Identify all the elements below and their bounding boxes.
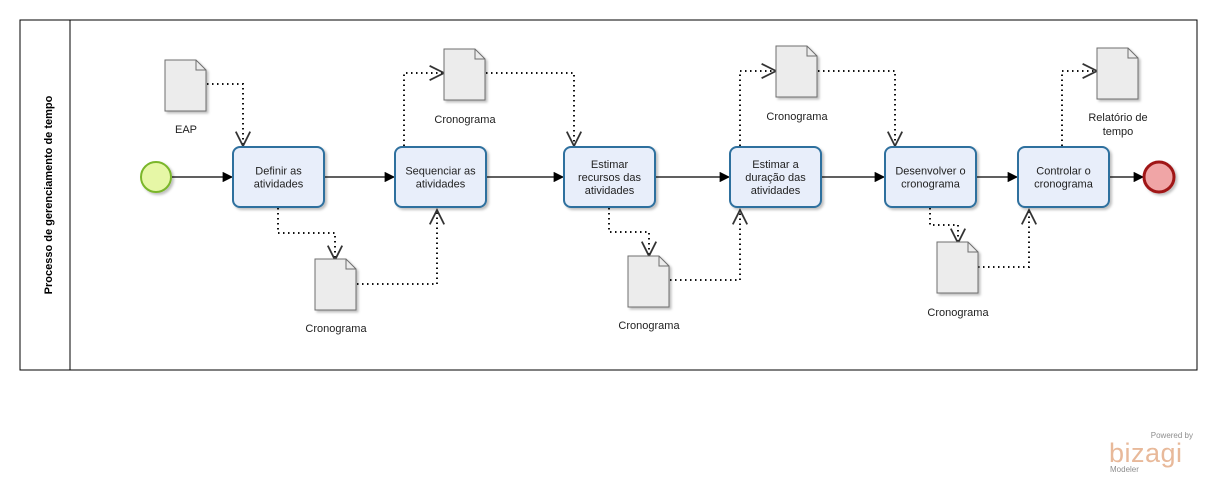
document-d6[interactable]: Cronograma	[927, 241, 989, 319]
task-label: Definir as	[255, 166, 302, 178]
document-icon[interactable]	[936, 241, 979, 294]
document-label: Cronograma	[434, 114, 496, 126]
document-label: tempo	[1103, 126, 1134, 138]
document-d3[interactable]: Cronograma	[434, 48, 496, 126]
task-box[interactable]	[729, 146, 822, 208]
document-d2[interactable]: Cronograma	[305, 258, 367, 335]
document-d4[interactable]: Cronograma	[618, 255, 680, 332]
task-box[interactable]	[563, 146, 656, 208]
assoc-d5-t5	[818, 70, 895, 146]
assoc-d4-t4	[670, 210, 740, 281]
assoc-t4-d5	[739, 71, 776, 146]
document-d7[interactable]: Relatório de tempo	[1088, 47, 1148, 138]
pool-label: Processo de gerenciamento de tempo	[43, 95, 55, 294]
document-icon[interactable]	[775, 45, 818, 98]
task-label: atividades	[751, 185, 801, 197]
document-fold	[195, 60, 206, 71]
bizagi-watermark: Powered by bizagi Modeler	[1109, 431, 1193, 474]
task-label: Sequenciar as	[405, 166, 476, 178]
end-event[interactable]	[1142, 160, 1176, 194]
task-label: cronograma	[1034, 179, 1094, 191]
task-box[interactable]	[884, 146, 977, 208]
start-event[interactable]	[140, 161, 172, 193]
document-label: Cronograma	[305, 323, 367, 335]
document-d5[interactable]: Cronograma	[766, 45, 828, 123]
document-label: Cronograma	[618, 320, 680, 332]
document-icon[interactable]	[314, 258, 357, 311]
task-label: Estimar a	[752, 159, 799, 171]
task-label: duração das	[745, 172, 806, 184]
document-icon[interactable]	[164, 59, 207, 112]
assoc-t1-d2	[277, 208, 335, 260]
task-label: cronograma	[901, 179, 961, 191]
assoc-t3-d4	[608, 208, 649, 256]
task-label: atividades	[585, 185, 635, 197]
document-icon[interactable]	[443, 48, 486, 101]
assoc-d2-t2	[357, 210, 437, 285]
assoc-d6-t6	[978, 210, 1029, 268]
task-label: atividades	[416, 179, 466, 191]
document-label: Cronograma	[927, 307, 989, 319]
document-icon[interactable]	[1096, 47, 1139, 100]
task-label: recursos das	[578, 172, 641, 184]
task-label: Estimar	[591, 159, 629, 171]
watermark-product: Modeler	[1110, 465, 1139, 474]
document-label: Cronograma	[766, 111, 828, 123]
document-d1[interactable]: EAP	[164, 59, 207, 136]
document-fold	[474, 49, 485, 60]
assoc-t5-d6	[929, 208, 958, 243]
task-box[interactable]	[1017, 146, 1110, 208]
watermark-brand: bizagi	[1109, 438, 1183, 468]
document-icon[interactable]	[627, 255, 670, 308]
document-fold	[967, 242, 978, 253]
task-box[interactable]	[232, 146, 325, 208]
assoc-t6-d7	[1061, 71, 1097, 146]
document-fold	[1127, 48, 1138, 59]
document-fold	[345, 259, 356, 270]
document-fold	[806, 46, 817, 57]
document-fold	[658, 256, 669, 267]
task-label: atividades	[254, 179, 304, 191]
document-label: EAP	[175, 124, 197, 136]
document-label: Relatório de	[1088, 112, 1147, 124]
task-box[interactable]	[394, 146, 487, 208]
assoc-d1-t1	[207, 83, 243, 146]
task-label: Controlar o	[1036, 166, 1090, 178]
task-label: Desenvolver o	[895, 166, 965, 178]
watermark-powered: Powered by	[1151, 431, 1193, 440]
associations	[207, 70, 1097, 285]
